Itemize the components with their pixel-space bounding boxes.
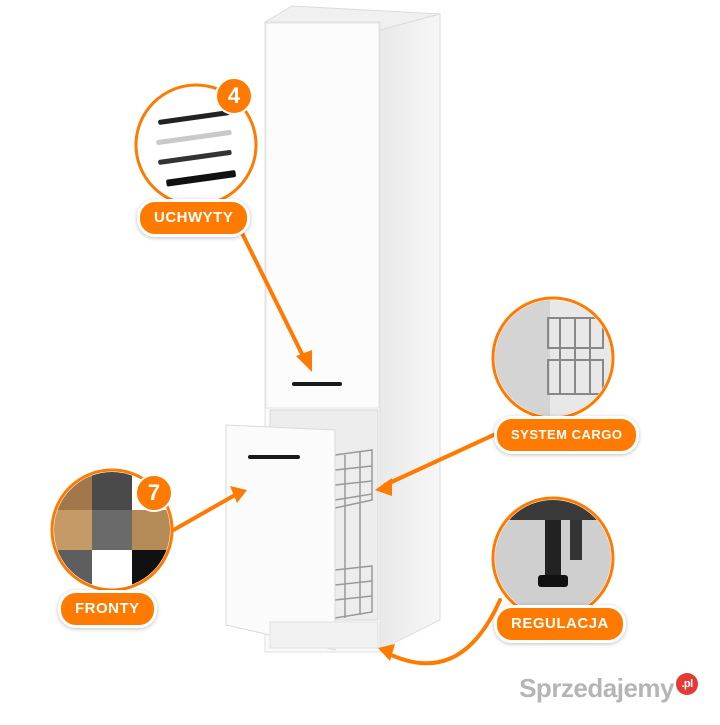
arrow-heads [230, 350, 395, 661]
adjustment-label: REGULACJA [494, 605, 626, 643]
watermark: Sprzedajemy.pl [519, 673, 698, 704]
cabinet-body [225, 5, 441, 653]
cargo-front [225, 424, 336, 651]
watermark-text: Sprzedajemy [519, 673, 674, 703]
system-cargo-label: SYSTEM CARGO [494, 416, 640, 454]
fronts-count-badge: 7 [135, 474, 173, 512]
adjustment-thumbnail [491, 496, 615, 620]
handles-count-badge: 4 [215, 77, 253, 115]
cargo-front-handle [248, 455, 300, 459]
cargo-thumbnail [491, 296, 615, 420]
upper-door-handle [292, 382, 342, 386]
pointer-arrows [168, 223, 502, 666]
upper-door [265, 22, 380, 409]
fronts-label: FRONTY [58, 590, 157, 628]
cargo-baskets [334, 449, 373, 619]
handles-label: UCHWYTY [137, 199, 251, 237]
watermark-suffix: .pl [676, 673, 698, 695]
